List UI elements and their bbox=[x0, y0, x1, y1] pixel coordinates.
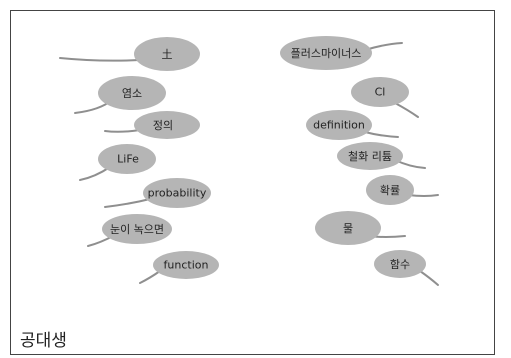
bubble-earth bbox=[59, 37, 200, 71]
bubble-function-ko bbox=[374, 250, 439, 286]
bubble-snow-melts-label: 눈이 녹으면 bbox=[109, 223, 165, 236]
bubble-function bbox=[139, 251, 219, 284]
bubble-plus-minus bbox=[280, 36, 403, 70]
bubble-probability-ko-label: 확률 bbox=[379, 184, 401, 197]
caption: 공대생 bbox=[20, 331, 67, 351]
bubble-probability bbox=[104, 178, 211, 208]
bubble-function-label: function bbox=[163, 258, 209, 272]
bubble-function-ko-label: 함수 bbox=[389, 258, 411, 271]
bubble-definition-label: 정의 bbox=[152, 119, 174, 132]
bubble-life bbox=[79, 144, 156, 181]
bubble-water bbox=[315, 211, 406, 245]
bubble-definition-en-label: definition bbox=[313, 118, 365, 132]
bubble-definition-en bbox=[306, 110, 399, 140]
bubble-plus-minus-label: 플러스마이너스 bbox=[290, 47, 362, 60]
bubble-lithium-iron bbox=[337, 142, 426, 170]
bubble-cl bbox=[351, 77, 419, 118]
bubble-earth-label: 土 bbox=[161, 48, 173, 61]
bubble-life-label: LiFe bbox=[117, 152, 139, 166]
bubble-snow-melts bbox=[87, 214, 172, 247]
figure-frame bbox=[10, 10, 495, 355]
bubble-probability-label: probability bbox=[147, 186, 207, 200]
bubble-chlorine bbox=[74, 76, 166, 114]
bubble-lithium-iron-label: 철화 리튬 bbox=[348, 150, 392, 163]
bubble-chlorine-label: 염소 bbox=[121, 87, 143, 100]
bubble-cl-label: Cl bbox=[374, 85, 386, 99]
bubble-water-label: 물 bbox=[342, 222, 354, 235]
bubble-probability-ko bbox=[366, 175, 439, 205]
bubble-definition bbox=[104, 111, 200, 139]
